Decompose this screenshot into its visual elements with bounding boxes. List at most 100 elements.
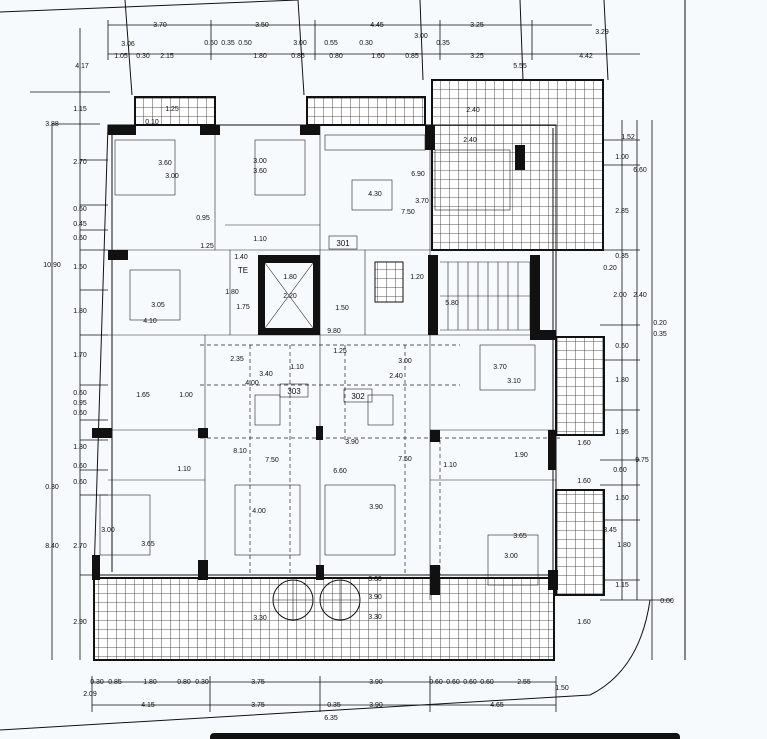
dim-label: 3.90 bbox=[369, 679, 383, 686]
unit-303-label: 303 bbox=[287, 387, 301, 396]
dim-label: 1.40 bbox=[234, 254, 248, 261]
dim-label: 1.52 bbox=[621, 134, 635, 141]
dim-label: 0.60 bbox=[446, 679, 460, 686]
dim-label: 3.06 bbox=[121, 41, 135, 48]
dim-label: 1.75 bbox=[236, 304, 250, 311]
dim-label: 1.10 bbox=[290, 364, 304, 371]
dim-label: 1.10 bbox=[177, 466, 191, 473]
dim-label: 3.00 bbox=[253, 158, 267, 165]
dim-label: 2.40 bbox=[466, 107, 480, 114]
dim-label: 1.00 bbox=[615, 154, 629, 161]
dim-label: 1.70 bbox=[73, 352, 87, 359]
dim-label: 3.60 bbox=[158, 160, 172, 167]
dim-label: 3.90 bbox=[345, 439, 359, 446]
dim-label: 0.60 bbox=[73, 235, 87, 242]
dim-label: 4.42 bbox=[579, 53, 593, 60]
dim-label: 3.05 bbox=[151, 302, 165, 309]
dim-label: 0.35 bbox=[436, 40, 450, 47]
bed bbox=[254, 139, 306, 196]
elevator-cross bbox=[264, 262, 314, 329]
dim-label: 1.25 bbox=[200, 243, 214, 250]
dim-label: 1.80 bbox=[143, 679, 157, 686]
dim-label: 0.60 bbox=[73, 206, 87, 213]
dim-label: 7.50 bbox=[401, 209, 415, 216]
dim-label: 8.10 bbox=[233, 448, 247, 455]
dim-label: 2.40 bbox=[633, 292, 647, 299]
dim-label: 0.85 bbox=[405, 53, 419, 60]
dim-label: 1.50 bbox=[335, 305, 349, 312]
dim-label: 1.80 bbox=[73, 308, 87, 315]
dim-label: 2.70 bbox=[73, 159, 87, 166]
dim-label: 2.40 bbox=[389, 373, 403, 380]
dim-label: 1.50 bbox=[555, 685, 569, 692]
dim-label: 3.00 bbox=[165, 173, 179, 180]
dim-label: 0.45 bbox=[73, 221, 87, 228]
dim-label: 5.80 bbox=[445, 300, 459, 307]
dim-label: 4.10 bbox=[143, 318, 157, 325]
dim-label: 2.55 bbox=[517, 679, 531, 686]
site-boundary bbox=[0, 0, 686, 731]
shaft-hatch bbox=[374, 261, 404, 303]
dim-label: 0.60 bbox=[73, 479, 87, 486]
dim-label: 1.10 bbox=[443, 462, 457, 469]
dim-label: 3.40 bbox=[259, 371, 273, 378]
dim-label: 3.00 bbox=[398, 358, 412, 365]
dim-label: 0.30 bbox=[90, 679, 104, 686]
walls bbox=[92, 124, 560, 600]
dim-label: 1.60 bbox=[577, 440, 591, 447]
dim-label: 0.85 bbox=[108, 679, 122, 686]
dim-label: 0.50 bbox=[238, 40, 252, 47]
dim-label: 1.20 bbox=[410, 274, 424, 281]
dim-label: 0.60 bbox=[615, 343, 629, 350]
dim-label: 2.85 bbox=[615, 208, 629, 215]
unit-302-label: 302 bbox=[351, 392, 365, 401]
dim-label: 0.00 bbox=[660, 598, 674, 605]
dining-table bbox=[351, 179, 393, 211]
dim-label: 1.15 bbox=[73, 106, 87, 113]
dim-label: 3.65 bbox=[513, 533, 527, 540]
balconies bbox=[93, 79, 605, 661]
dim-label: 1.60 bbox=[577, 619, 591, 626]
dim-label: 2.00 bbox=[613, 292, 627, 299]
dim-label: 0.30 bbox=[45, 484, 59, 491]
dim-label: 0.30 bbox=[359, 40, 373, 47]
dim-label: 9.75 bbox=[635, 457, 649, 464]
balcony-top-middle bbox=[306, 96, 426, 126]
dimension-labels-interior: 3.60 3.00 3.00 3.60 4.30 6.90 7.50 3.70 … bbox=[101, 106, 528, 622]
dim-label: 3.75 bbox=[251, 702, 265, 709]
dim-label: 0.95 bbox=[196, 215, 210, 222]
te-label: TE bbox=[238, 266, 248, 275]
dim-label: 0.85 bbox=[291, 53, 305, 60]
dim-label: 1.65 bbox=[136, 392, 150, 399]
dim-label: 6.90 bbox=[411, 171, 425, 178]
dim-label: 1.25 bbox=[333, 348, 347, 355]
dim-label: 2.40 bbox=[463, 137, 477, 144]
dim-label: 3.70 bbox=[415, 198, 429, 205]
dim-label: 3.00 bbox=[504, 553, 518, 560]
dim-label: 0.35 bbox=[653, 331, 667, 338]
dim-label: 2.35 bbox=[230, 356, 244, 363]
dim-label: 0.55 bbox=[324, 40, 338, 47]
dim-label: 6.60 bbox=[633, 167, 647, 174]
dim-label: 4.30 bbox=[368, 191, 382, 198]
bottom-bar bbox=[210, 733, 680, 739]
dim-label: 2.15 bbox=[160, 53, 174, 60]
dim-label: 0.50 bbox=[204, 40, 218, 47]
dim-label: 3.00 bbox=[414, 33, 428, 40]
dim-label: 6.60 bbox=[333, 468, 347, 475]
dim-label: 1.50 bbox=[73, 264, 87, 271]
dim-label: 3.75 bbox=[251, 679, 265, 686]
dim-label: 0.60 bbox=[73, 390, 87, 397]
balcony-right-lower bbox=[555, 489, 605, 596]
dim-label: 3.60 bbox=[368, 576, 382, 583]
dim-label: 0.20 bbox=[603, 265, 617, 272]
dim-label: 0.60 bbox=[73, 410, 87, 417]
dim-label: 0.60 bbox=[429, 679, 443, 686]
dim-label: 0.60 bbox=[480, 679, 494, 686]
dimension-lines bbox=[30, 20, 672, 712]
dim-label: 2.90 bbox=[73, 619, 87, 626]
dim-label: 0.60 bbox=[73, 463, 87, 470]
terrace-bottom bbox=[93, 577, 555, 661]
dim-label: 3.90 bbox=[369, 702, 383, 709]
